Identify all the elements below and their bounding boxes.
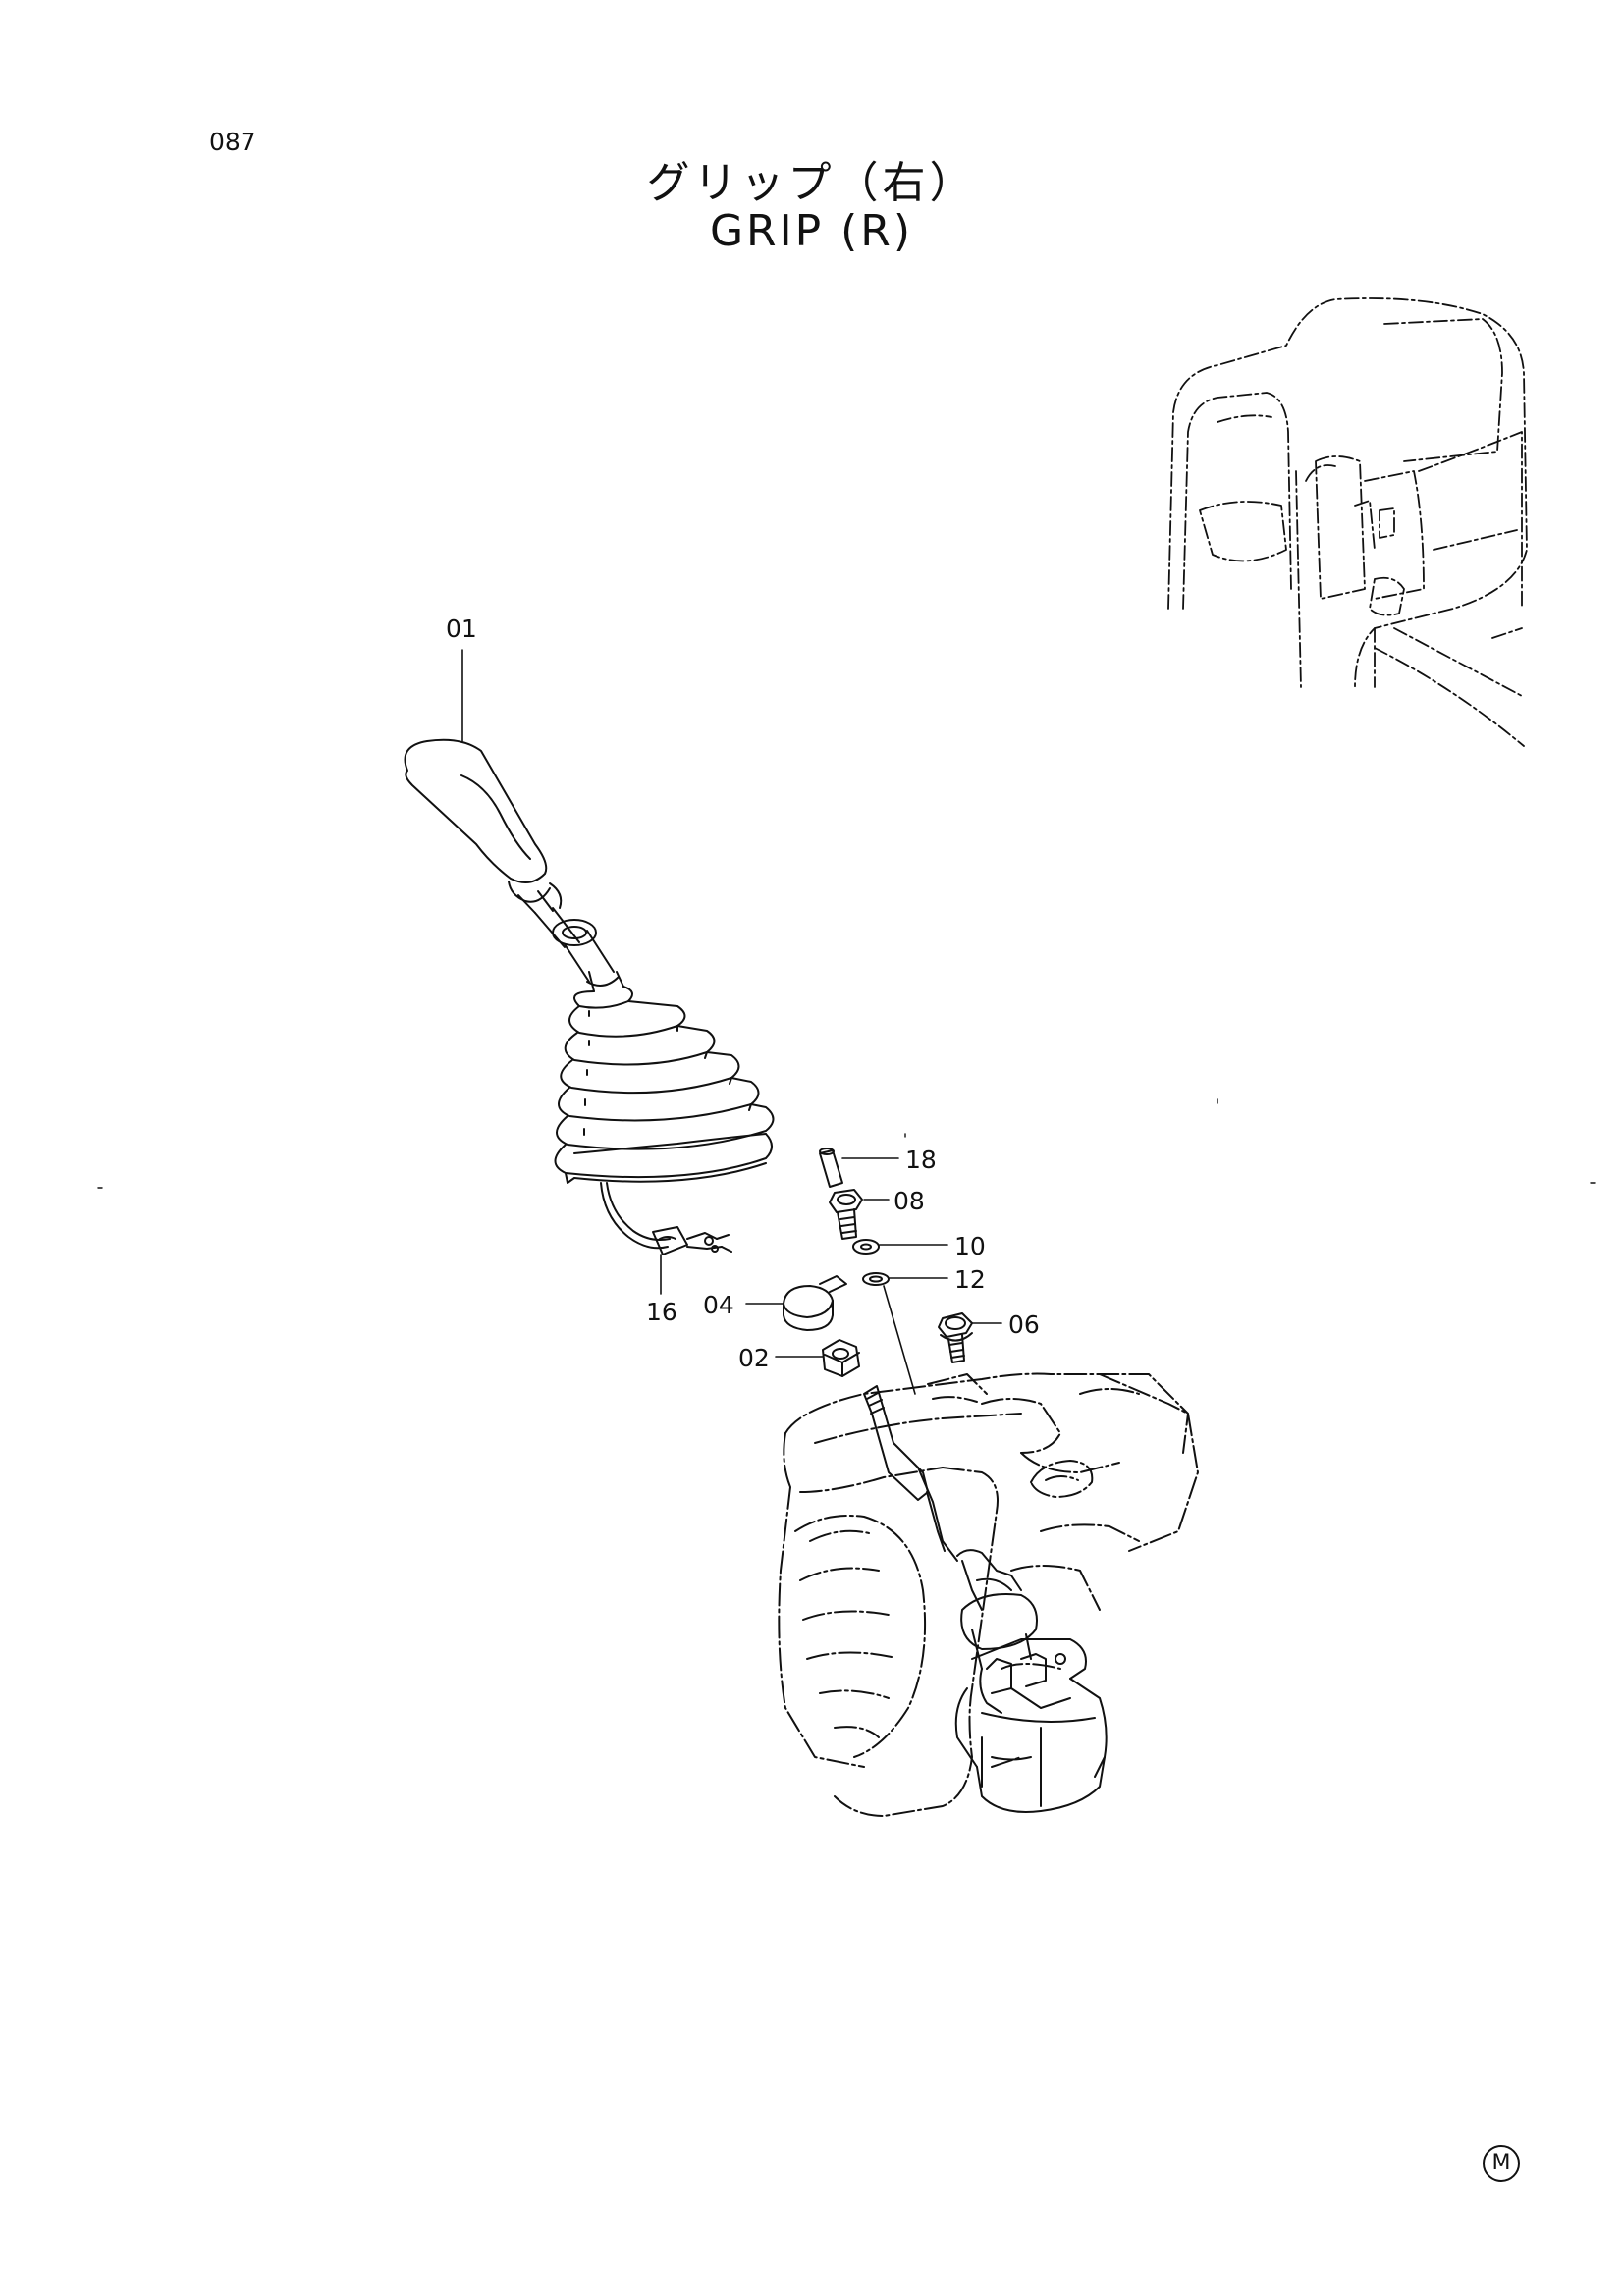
cab-inset-illustration [1167,297,1528,747]
grip-lever-illustration [404,738,775,1255]
hardware-parts-illustration [783,1148,973,1377]
title-english: GRIP (R) [709,206,914,256]
callout-01: 01 [446,614,477,643]
pilot-valve-body-illustration [863,1385,1108,1813]
callout-08: 08 [893,1187,925,1215]
page-number: 087 [209,128,256,156]
leader-lines [461,649,1002,1395]
stray-marks [97,1098,1596,1189]
callout-04: 04 [703,1291,734,1319]
callout-10: 10 [954,1232,986,1260]
callout-16: 16 [646,1298,677,1326]
model-mark-symbol: M [1483,2145,1520,2182]
callout-06: 06 [1008,1310,1040,1339]
title-japanese: グリップ（右） [646,158,977,208]
callout-12: 12 [954,1265,986,1294]
callout-02: 02 [738,1344,770,1372]
pilot-valve-console-illustration [778,1372,1199,1817]
callout-18: 18 [905,1146,937,1174]
